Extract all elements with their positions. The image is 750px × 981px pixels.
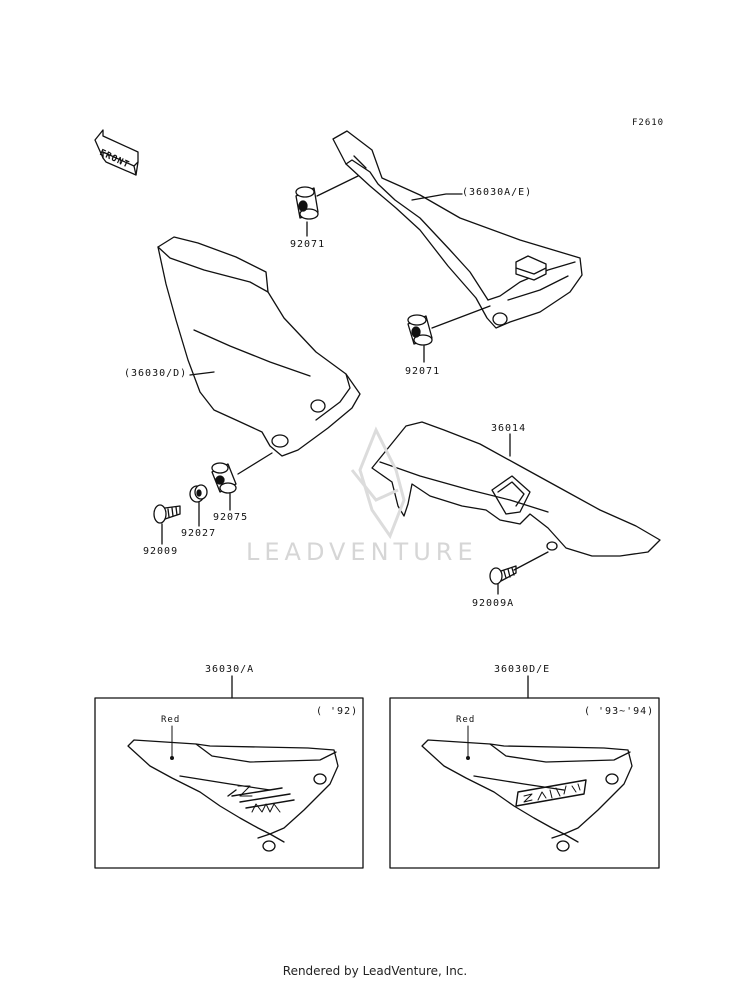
- red-dot-left: [170, 756, 174, 760]
- front-arrow-icon: [94, 129, 139, 176]
- watermark-logo-icon: [350, 426, 406, 540]
- leader-grommet-mid: [431, 305, 491, 329]
- label-inset-right-year: ( '93~'94): [584, 706, 655, 717]
- inset-box-right: [389, 697, 660, 869]
- leader-cover-right: [411, 193, 463, 201]
- figure-code: F2610: [632, 118, 665, 128]
- collar: [211, 462, 237, 494]
- label-inset-right-part: 36030D/E: [494, 664, 551, 675]
- bolt-left: [153, 504, 181, 524]
- label-inset-left-part: 36030/A: [205, 664, 255, 675]
- label-92027: 92027: [181, 528, 217, 539]
- label-36014: 36014: [491, 423, 527, 434]
- decal-logo-right: [515, 779, 587, 807]
- inset-box-left: [94, 697, 364, 869]
- label-36030A-E: (36030A/E): [462, 187, 533, 198]
- label-inset-left-year: ( '92): [316, 706, 359, 717]
- leader-grommet-top: [316, 175, 359, 197]
- red-dot-right: [466, 756, 470, 760]
- leader-bolt-right: [513, 551, 549, 571]
- decal-cover-left: [127, 725, 339, 852]
- decal-logo-left: [227, 785, 295, 813]
- leader-cover-left: [189, 371, 215, 376]
- grommet-mid: [407, 314, 433, 346]
- footer-credit: Rendered by LeadVenture, Inc.: [282, 964, 468, 978]
- tail-cover: [371, 421, 661, 557]
- washer: [189, 484, 208, 503]
- grommet-top: [295, 186, 319, 220]
- label-92009A: 92009A: [472, 598, 515, 609]
- bolt-right: [489, 565, 517, 585]
- label-92009: 92009: [143, 546, 179, 557]
- side-cover-left: [157, 236, 361, 457]
- label-92075: 92075: [213, 512, 249, 523]
- label-36030-D: (36030/D): [124, 368, 188, 379]
- label-92071-top: 92071: [290, 239, 326, 250]
- label-inset-right-red: Red: [456, 715, 476, 725]
- leader-collar: [237, 452, 273, 475]
- side-cover-right: [332, 130, 583, 329]
- decal-cover-right: [421, 725, 633, 852]
- label-92071-mid: 92071: [405, 366, 441, 377]
- watermark-text: LEADVENTURE: [246, 538, 478, 566]
- label-inset-left-red: Red: [161, 715, 181, 725]
